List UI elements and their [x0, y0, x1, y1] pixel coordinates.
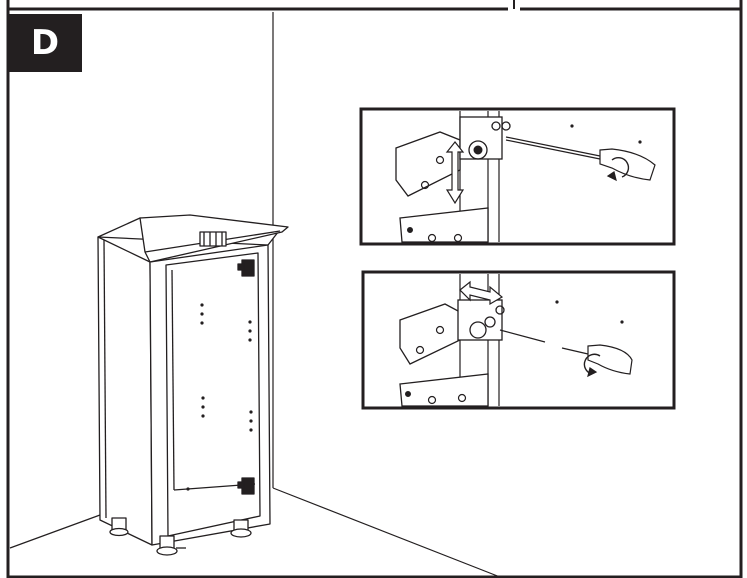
vertical-adjust-arrow — [445, 141, 465, 205]
screwdriver-icon — [505, 136, 656, 182]
step-label: D — [8, 14, 82, 72]
detail-inset-height-adjustment — [359, 107, 676, 246]
page-frame — [6, 0, 743, 578]
room-corner — [9, 12, 501, 578]
hinge-top — [237, 259, 255, 277]
cabinet-legs — [109, 517, 252, 556]
cabinet-illustration — [97, 214, 289, 556]
shelf-holes — [186, 303, 253, 491]
horizontal-adjust-arrow — [459, 280, 504, 306]
hinge-bottom — [237, 477, 255, 495]
detail-inset-depth-adjustment — [361, 270, 676, 410]
screwdriver-icon — [499, 329, 633, 378]
